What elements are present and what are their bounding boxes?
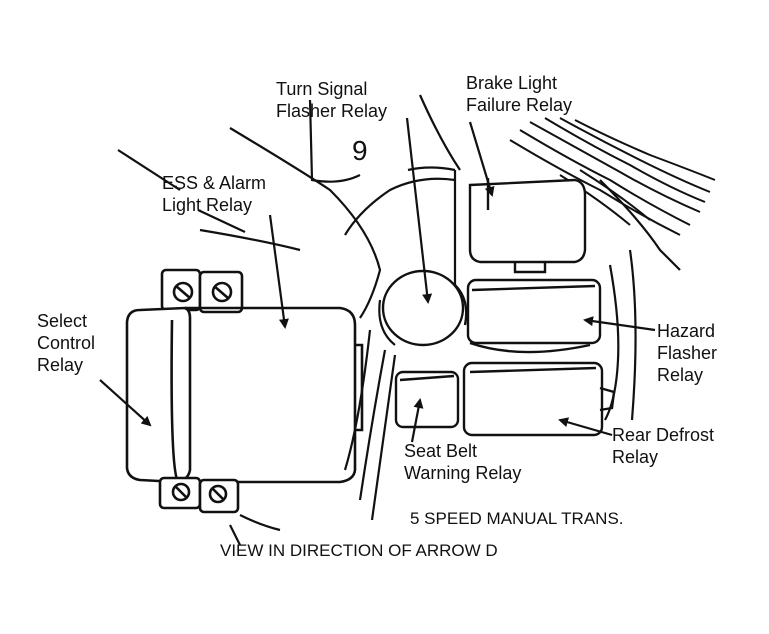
label-line: Failure Relay <box>466 95 573 115</box>
select-control-leader <box>99 379 152 427</box>
label-line: Flasher Relay <box>276 101 388 121</box>
label-line: Relay <box>612 447 659 467</box>
label-line: Rear Defrost <box>612 425 715 445</box>
fuse-tab: 9 <box>352 135 368 166</box>
leader-lines <box>99 117 656 443</box>
label-line: Turn Signal <box>276 79 368 99</box>
label-ess-alarm-light-relay: ESS & Alarm Light Relay <box>162 172 266 216</box>
label-line: Hazard <box>657 321 716 341</box>
rear-defrost-relay-shape <box>462 361 616 437</box>
label-line: Relay <box>37 355 84 375</box>
caption-transmission: 5 SPEED MANUAL TRANS. <box>410 509 624 528</box>
label-line: Control <box>37 333 96 353</box>
seat-belt-leader <box>410 398 424 443</box>
label-line: ESS & Alarm <box>162 173 267 193</box>
hazard-flasher-leader <box>583 316 656 332</box>
label-line: Relay <box>657 365 704 385</box>
ess-pointer-line-2 <box>197 209 246 233</box>
label-seat-belt-warning-relay: Seat Belt Warning Relay <box>404 440 521 484</box>
fuse-number: 9 <box>352 135 368 166</box>
label-line: Warning Relay <box>404 463 522 483</box>
seat-belt-warning-relay-shape <box>394 370 460 429</box>
label-select-control-relay: Select Control Relay <box>37 310 95 376</box>
label-brake-light-failure-relay: Brake Light Failure Relay <box>466 72 572 116</box>
caption-view-direction: VIEW IN DIRECTION OF ARROW D <box>220 541 498 560</box>
hazard-flasher-relay-shape <box>466 278 602 354</box>
label-hazard-flasher-relay: Hazard Flasher Relay <box>657 320 717 386</box>
label-line: Seat Belt <box>404 441 478 461</box>
wire-harness <box>509 117 716 236</box>
label-line: Light Relay <box>162 195 253 215</box>
label-line: Brake Light <box>466 73 558 93</box>
label-line: Flasher <box>657 343 718 363</box>
ess-alarm-leader <box>268 214 289 329</box>
turn-signal-leader <box>405 117 433 304</box>
ess-pointer-line <box>117 149 181 191</box>
rear-defrost-leader <box>558 417 613 437</box>
label-line: Select <box>37 311 88 331</box>
brake-light-leader <box>468 121 495 197</box>
brake-light-failure-relay-shape <box>468 178 587 274</box>
label-rear-defrost-relay: Rear Defrost Relay <box>612 424 714 468</box>
select-control-relay-block <box>125 268 364 514</box>
turn-signal-flasher-relay-shape <box>381 269 468 347</box>
label-turn-signal-flasher-relay: Turn Signal Flasher Relay <box>276 78 387 122</box>
